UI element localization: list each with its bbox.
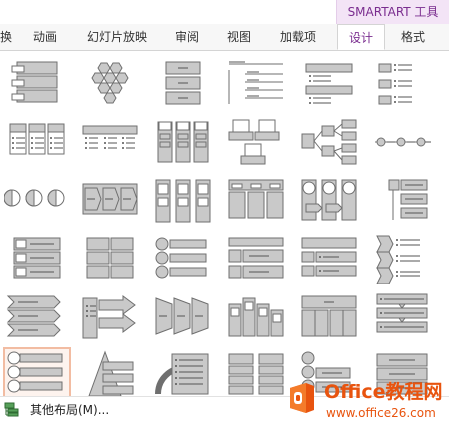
layout-pyramid-list[interactable] (77, 348, 143, 400)
layout-segmented-process[interactable] (77, 174, 143, 226)
gallery-footer: 其他布局(M)... (0, 396, 449, 430)
vertical-block-list-icon (301, 237, 357, 277)
layout-staggered-blocks[interactable] (223, 290, 289, 342)
grid-matrix-icon (86, 237, 134, 279)
layout-arrow-process[interactable] (77, 290, 143, 342)
table-hierarchy-icon (301, 295, 357, 337)
layout-picture-accent-list[interactable] (150, 232, 216, 284)
picture-accent-list-icon (155, 237, 207, 279)
vertical-bullet-list-icon (305, 63, 353, 104)
smartart-layout-icon (4, 402, 19, 417)
layout-hexagon-cluster[interactable] (77, 58, 143, 110)
layout-radial-picture-list[interactable] (150, 348, 216, 400)
layout-stacked-list[interactable] (4, 58, 70, 110)
smartart-tools-context-tab: SMARTART 工具 (336, 0, 449, 24)
vertical-picture-list-icon (13, 237, 61, 279)
layout-stacked-tab-list[interactable] (369, 348, 435, 400)
tab-format[interactable]: 格式 (401, 30, 426, 44)
layout-grid-matrix[interactable] (77, 232, 143, 284)
layout-vertical-circle-list[interactable] (3, 347, 71, 401)
stacked-tab-list-icon (376, 353, 428, 395)
layout-grouped-list[interactable] (150, 116, 216, 168)
tab-animations[interactable]: 动画 (33, 30, 58, 44)
watermark-url: www.office26.com (326, 406, 436, 420)
vertical-box-process-icon (228, 237, 284, 279)
layout-chevron-process[interactable] (4, 290, 70, 342)
chevron-list-icon (376, 235, 420, 284)
layout-horizontal-picture-list[interactable] (223, 174, 289, 226)
layout-horizontal-hierarchy[interactable] (296, 116, 362, 168)
layout-vertical-block-list[interactable] (296, 232, 362, 284)
watermark-brand: Office教程网 (324, 381, 443, 403)
tab-view[interactable]: 视图 (227, 30, 252, 44)
tab-addins[interactable]: 加载项 (280, 30, 317, 44)
half-circle-list-icon (4, 189, 65, 207)
layout-grouped-box-list[interactable] (223, 348, 289, 400)
layout-vertical-arrow-process[interactable] (369, 290, 435, 342)
radial-picture-list-icon (155, 353, 209, 395)
layout-horizontal-bullet-list[interactable] (4, 116, 70, 168)
layout-vertical-arrow-list[interactable] (150, 174, 216, 226)
hexagon-cluster-icon (91, 62, 129, 104)
horizontal-picture-list-icon (228, 179, 284, 219)
smartart-layout-gallery (0, 52, 449, 401)
vertical-arrow-list-icon (155, 179, 211, 223)
vertical-box-list-icon (165, 61, 201, 105)
stacked-list-icon (11, 61, 58, 103)
layout-half-circle-list[interactable] (4, 174, 70, 226)
more-layouts-label: 其他布局(M)... (30, 403, 110, 417)
horizontal-hierarchy-icon (301, 119, 357, 165)
picture-caption-list-icon (228, 119, 280, 165)
segmented-process-icon (82, 183, 138, 215)
layout-table-hierarchy[interactable] (296, 290, 362, 342)
layout-vertical-bracket-list[interactable] (369, 58, 435, 110)
layout-horizontal-bullet-circles[interactable] (369, 116, 435, 168)
grouped-box-list-icon (228, 353, 284, 395)
tab-review[interactable]: 审阅 (175, 30, 200, 44)
office-logo-icon (290, 383, 314, 413)
balance-circles-icon (301, 179, 357, 221)
trapezoid-list-icon (155, 297, 209, 335)
layout-vertical-accent-list[interactable] (369, 174, 435, 226)
vertical-circle-list-icon (7, 351, 63, 393)
horizontal-bullet-circles-icon (375, 137, 431, 147)
horizontal-bullet-list-icon (9, 123, 65, 155)
layout-lined-list[interactable] (223, 58, 289, 110)
layout-balance-circles[interactable] (296, 174, 362, 226)
tab-slideshow[interactable]: 幻灯片放映 (87, 30, 148, 44)
grouped-list-icon (157, 121, 209, 163)
vertical-bracket-list-icon (378, 63, 412, 105)
layout-chevron-list[interactable] (369, 232, 435, 284)
ribbon-tab-bar: 换 动画 幻灯片放映 审阅 视图 加载项 设计 格式 (0, 24, 449, 51)
staggered-blocks-icon (228, 297, 284, 337)
tab-design[interactable]: 设计 (337, 24, 385, 50)
layout-vertical-picture-list[interactable] (4, 232, 70, 284)
pyramid-list-icon (88, 350, 134, 397)
layout-picture-caption-list[interactable] (223, 116, 289, 168)
layout-vertical-box-list[interactable] (150, 58, 216, 110)
layout-trapezoid-list[interactable] (150, 290, 216, 342)
lined-list-icon (228, 61, 283, 104)
vertical-arrow-process-icon (376, 293, 428, 333)
vertical-accent-list-icon (388, 179, 428, 220)
tab-transitions[interactable]: 换 (0, 30, 13, 44)
layout-table-list[interactable] (77, 116, 143, 168)
layout-vertical-box-process[interactable] (223, 232, 289, 284)
arrow-process-icon (82, 295, 136, 339)
more-layouts-button[interactable]: 其他布局(M)... (4, 399, 134, 421)
table-list-icon (82, 125, 138, 149)
chevron-process-icon (6, 295, 61, 337)
layout-vertical-bullet-list[interactable] (296, 58, 362, 110)
